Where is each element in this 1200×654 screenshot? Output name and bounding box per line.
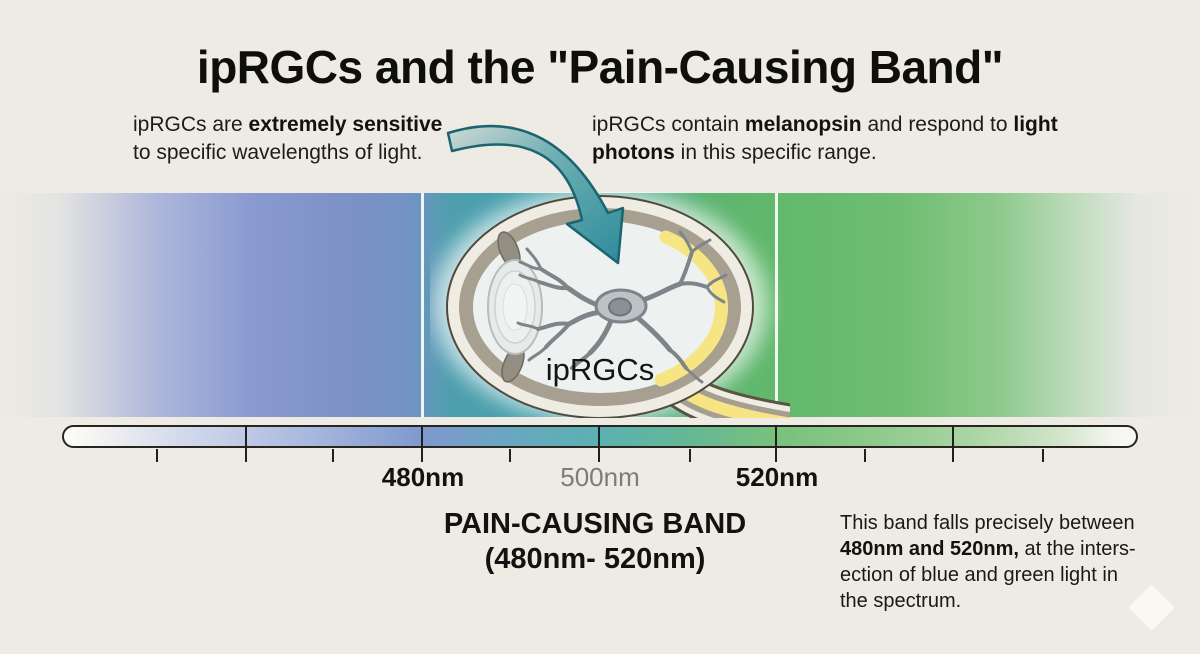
tick-major-500 xyxy=(598,425,600,462)
tick-minor xyxy=(156,449,158,462)
tick-minor xyxy=(689,449,691,462)
iprgc-label: ipRGCs xyxy=(546,352,655,387)
tick-major xyxy=(952,425,954,462)
band-caption: PAIN-CAUSING BAND (480nm- 520nm) xyxy=(395,507,795,577)
band-caption-line2: (480nm- 520nm) xyxy=(484,543,706,575)
subtitle-right-emphasis-light: light xyxy=(1013,113,1058,136)
band-note-text3: ection of blue and green light in xyxy=(840,564,1118,586)
tick-minor xyxy=(509,449,511,462)
subtitle-left: ipRGCs are extremely sensitive to specif… xyxy=(133,111,442,167)
iprgc-neuron xyxy=(516,230,728,384)
tick-minor xyxy=(864,449,866,462)
band-note-text4: the spectrum. xyxy=(840,590,962,612)
band-caption-line1: PAIN-CAUSING BAND xyxy=(443,508,747,540)
subtitle-right-text3: in this specific range. xyxy=(674,141,877,164)
tick-major xyxy=(245,425,247,462)
subtitle-left-emphasis: extremely sensitive xyxy=(248,113,443,136)
tick-major-480 xyxy=(421,425,423,462)
tick-minor xyxy=(1042,449,1044,462)
band-note-emphasis: 480nm and 520nm, xyxy=(840,538,1019,560)
curved-arrow-icon xyxy=(446,124,625,265)
subtitle-left-text2: to specific wavelengths of light. xyxy=(133,141,423,164)
subtitle-left-text: ipRGCs are xyxy=(133,113,249,136)
wavelength-bar xyxy=(62,425,1138,448)
subtitle-right-emphasis-melanopsin: melanopsin xyxy=(744,113,862,136)
subtitle-right-text: ipRGCs contain xyxy=(592,113,745,136)
subtitle-right: ipRGCs contain melanopsin and respond to… xyxy=(592,111,1072,167)
subtitle-right-text2: and respond to xyxy=(861,113,1014,136)
tick-major-520 xyxy=(775,425,777,462)
tick-minor xyxy=(332,449,334,462)
lens-inner xyxy=(502,283,528,331)
wavelength-label-480: 480nm xyxy=(381,462,465,492)
band-note-text1: This band falls precisely between xyxy=(840,512,1135,534)
band-divider-480-line xyxy=(421,193,424,417)
band-note: This band falls precisely between 480nm … xyxy=(840,510,1160,614)
subtitle-right-emphasis-photons: photons xyxy=(592,141,675,164)
neuron-nucleus xyxy=(608,297,632,317)
band-note-text2: at the inters- xyxy=(1018,538,1136,560)
band-divider-520-line xyxy=(775,193,778,417)
wavelength-label-520: 520nm xyxy=(735,462,819,492)
main-title: ipRGCs and the "Pain-Causing Band" xyxy=(196,41,1004,93)
wavelength-label-500: 500nm xyxy=(560,462,640,492)
eye-illustration: ipRGCs xyxy=(430,192,790,418)
